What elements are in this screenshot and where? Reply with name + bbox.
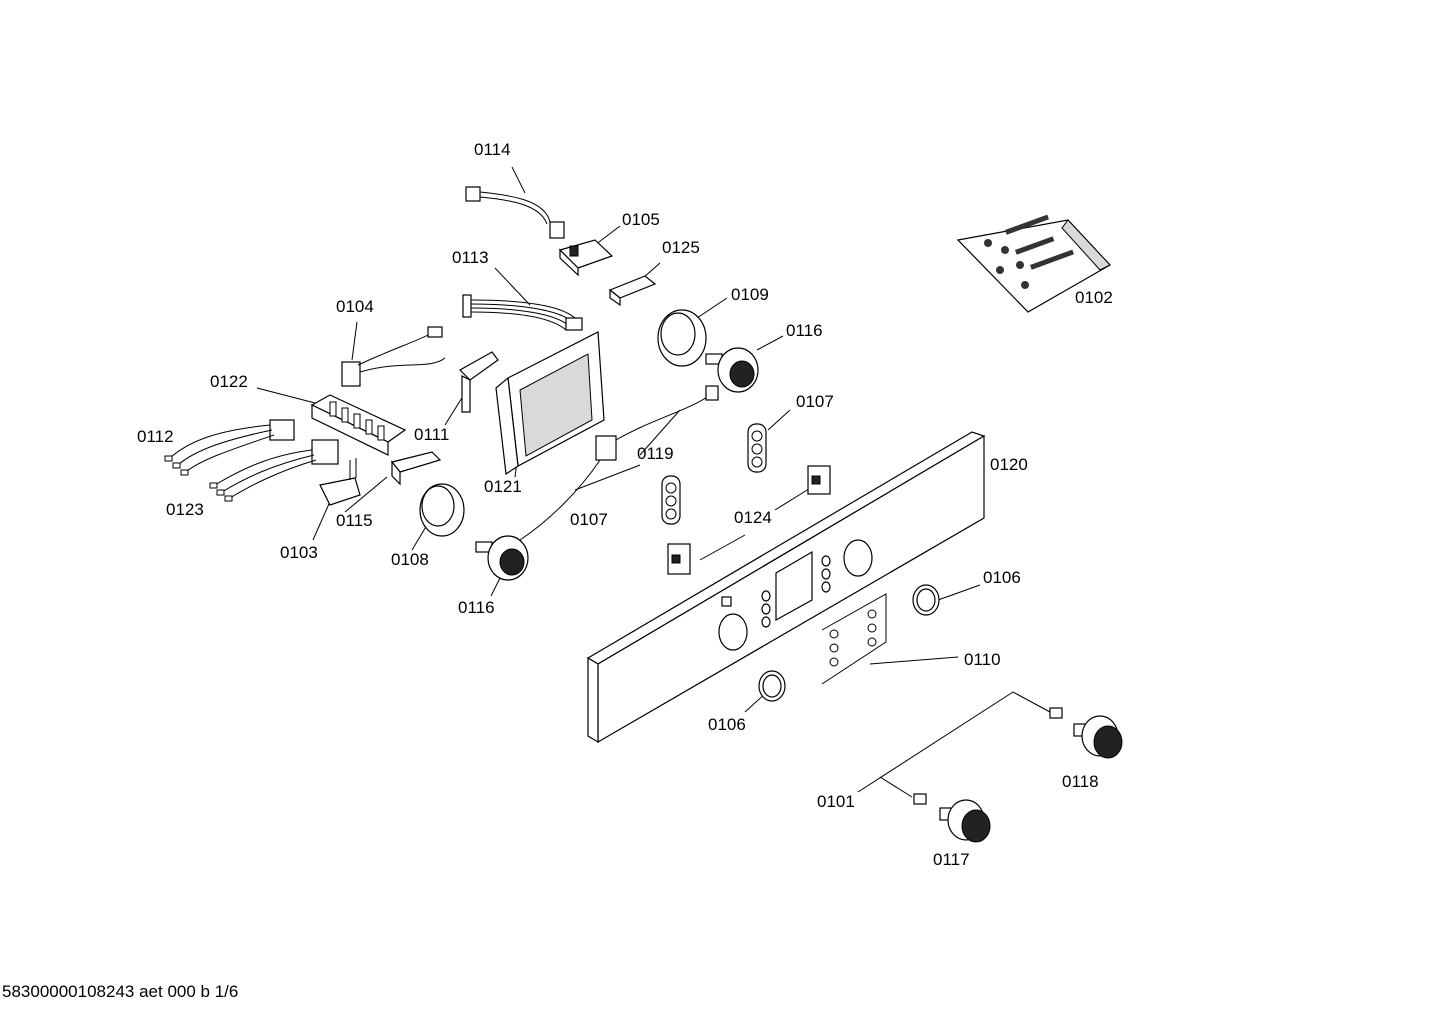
encoder-0116-bottom — [475, 535, 529, 581]
label-0107-top[interactable]: 0107 — [796, 392, 834, 411]
clip-0124-right — [807, 465, 831, 495]
label-0102[interactable]: 0102 — [1075, 288, 1113, 307]
wiring-0112-0123 — [164, 419, 339, 502]
label-0116-top[interactable]: 0116 — [786, 321, 823, 340]
knob-housing-0108 — [419, 483, 465, 537]
front-panel-0120 — [586, 431, 986, 744]
label-0115[interactable]: 0115 — [336, 511, 373, 530]
control-module-0121 — [495, 331, 605, 476]
label-0101[interactable]: 0101 — [817, 792, 855, 811]
label-0106-left[interactable]: 0106 — [708, 715, 746, 734]
knob-0118 — [1049, 707, 1123, 759]
clip-0125 — [608, 275, 657, 307]
screws-0110 — [821, 593, 887, 685]
clip-0111 — [459, 351, 499, 413]
knob-housing-0109 — [657, 309, 707, 367]
cable-0114 — [465, 186, 565, 239]
bracket-0105 — [558, 239, 614, 277]
label-0109[interactable]: 0109 — [731, 285, 769, 304]
label-0117[interactable]: 0117 — [933, 850, 970, 869]
bracket-0103 — [319, 458, 361, 506]
label-0110[interactable]: 0110 — [964, 650, 1001, 669]
label-0124[interactable]: 0124 — [734, 508, 772, 527]
label-0108[interactable]: 0108 — [391, 550, 429, 569]
label-0116-bottom[interactable]: 0116 — [458, 598, 495, 617]
label-0118[interactable]: 0118 — [1062, 772, 1099, 791]
screw-bag-0102 — [956, 214, 1111, 313]
label-0121[interactable]: 0121 — [484, 477, 522, 496]
cable-0104 — [341, 326, 446, 387]
label-0103[interactable]: 0103 — [280, 543, 318, 562]
label-0120[interactable]: 0120 — [990, 455, 1028, 474]
label-0106-right[interactable]: 0106 — [983, 568, 1021, 587]
label-0104[interactable]: 0104 — [336, 297, 374, 316]
label-0114[interactable]: 0114 — [474, 140, 511, 159]
label-0111[interactable]: 0111 — [414, 425, 450, 444]
encoder-0116-top — [705, 347, 759, 393]
label-0113[interactable]: 0113 — [452, 248, 489, 267]
clip-0124-left — [667, 543, 691, 575]
knob-0117 — [913, 793, 991, 843]
label-0122[interactable]: 0122 — [210, 372, 248, 391]
cable-0119 — [519, 385, 719, 541]
ring-0106-left — [758, 670, 786, 702]
document-id-footer: 58300000108243 aet 000 b 1/6 — [2, 982, 239, 1001]
light-guide-0107-bottom — [661, 475, 681, 525]
label-0125[interactable]: 0125 — [662, 238, 700, 257]
label-0112[interactable]: 0112 — [137, 427, 174, 446]
ribbon-cable-0113 — [462, 294, 583, 331]
label-0105[interactable]: 0105 — [622, 210, 660, 229]
label-0123[interactable]: 0123 — [166, 500, 204, 519]
terminal-block-0122 — [310, 394, 407, 456]
light-guide-0107-top — [747, 423, 767, 473]
label-0119[interactable]: 0119 — [637, 444, 674, 463]
ring-0106-right — [912, 584, 940, 616]
label-0107-bottom[interactable]: 0107 — [570, 510, 608, 529]
clip-0115 — [390, 451, 442, 486]
